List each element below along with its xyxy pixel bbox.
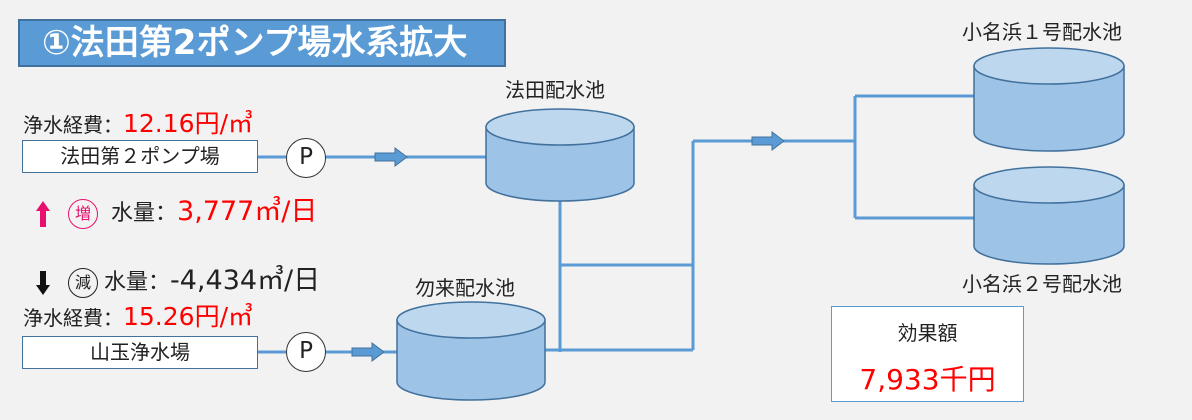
- flow-arrow-onahama: [751, 131, 785, 151]
- lower-cost-label: 浄水経費：: [23, 306, 123, 330]
- lower-volume-value: -4,434: [170, 265, 258, 296]
- tank-onahama1: [973, 47, 1125, 152]
- flow-arrow-upper: [374, 147, 408, 167]
- pump-icon: P: [286, 138, 326, 178]
- reservoir-onahama2-label: 小名浜２号配水池: [962, 272, 1122, 296]
- upper-cost-label: 浄水経費：: [23, 113, 123, 137]
- lower-volume-change: 減水量：-4,434㎥/日: [36, 258, 320, 298]
- effect-value: 7,933千円: [859, 363, 996, 396]
- reservoir-nakoso-label: 勿来配水池: [415, 276, 515, 300]
- plant-houden-pump-station: 法田第２ポンプ場: [22, 140, 258, 173]
- increase-badge: 増: [68, 199, 98, 229]
- page-title: ①法田第2ポンプ場水系拡大: [18, 19, 506, 67]
- upper-volume-value: 3,777: [177, 196, 255, 227]
- lower-cost-unit: /㎥: [219, 302, 254, 331]
- upper-cost-unit: /㎥: [219, 109, 254, 138]
- tank-onahama2: [973, 166, 1125, 265]
- decrease-badge: 減: [68, 268, 98, 298]
- upper-cost: 浄水経費：12.16円/㎥: [23, 104, 253, 140]
- upper-volume-unit: ㎥/日: [254, 196, 318, 227]
- reservoir-houden-label: 法田配水池: [505, 78, 605, 102]
- lower-cost: 浄水経費：15.26円/㎥: [23, 297, 253, 333]
- plant-yamatama-water-works: 山玉浄水場: [22, 336, 258, 369]
- effect-title: 効果額: [897, 321, 958, 345]
- flow-arrow-lower: [351, 342, 385, 362]
- lower-volume-label: 水量：: [104, 270, 171, 295]
- pump-icon: P: [286, 332, 326, 372]
- upper-cost-value: 12.16円: [123, 109, 220, 138]
- upper-volume-label: 水量：: [111, 201, 178, 226]
- lower-cost-value: 15.26円: [123, 302, 220, 331]
- effect-summary: 効果額 7,933千円: [831, 306, 1024, 402]
- reservoir-onahama1-label: 小名浜１号配水池: [962, 20, 1122, 44]
- tank-nakoso: [396, 301, 546, 401]
- tank-houden: [485, 108, 635, 202]
- lower-volume-unit: ㎥/日: [257, 265, 321, 296]
- increase-arrow-icon: [36, 201, 50, 227]
- upper-volume-change: 増 水量：3,777㎥/日: [36, 189, 317, 229]
- decrease-arrow-icon: [36, 271, 50, 295]
